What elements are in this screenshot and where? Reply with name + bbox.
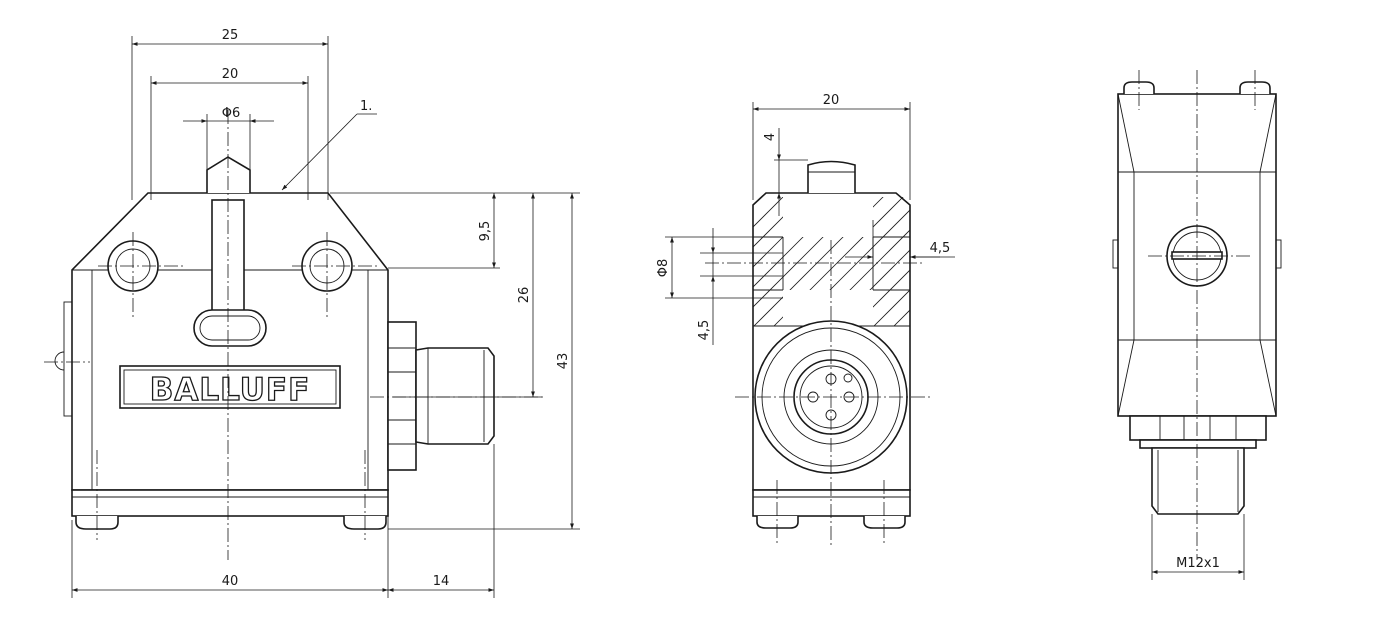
plunger-guide bbox=[193, 309, 267, 347]
dim-label-20: 20 bbox=[222, 67, 239, 82]
connector-nut bbox=[387, 321, 417, 471]
dim-label-25: 25 bbox=[222, 28, 239, 43]
side-plunger bbox=[807, 160, 856, 193]
dim-label-14: 14 bbox=[433, 574, 450, 589]
back-connector-collar bbox=[1139, 439, 1257, 449]
side-foot-left bbox=[756, 516, 799, 529]
back-side-tab-left bbox=[1112, 239, 1119, 269]
brand-logo-frame bbox=[119, 365, 341, 409]
connector-thread bbox=[415, 347, 495, 445]
dim-label-4: 4 bbox=[763, 133, 778, 141]
callout-label: 1. bbox=[360, 99, 372, 114]
dim-label-9-5: 9,5 bbox=[478, 221, 493, 242]
side-base-plate bbox=[752, 489, 911, 517]
plunger-guide-inner bbox=[199, 315, 261, 341]
left-side-knob bbox=[54, 351, 65, 371]
left-side-tab bbox=[63, 301, 73, 417]
side-foot-right bbox=[863, 516, 906, 529]
brand-logo: BALLUFF bbox=[150, 372, 311, 408]
dim-label-40: 40 bbox=[222, 574, 239, 589]
brand-logo-frame-inner bbox=[123, 369, 337, 405]
dim-label-4-5-horizontal: 4,5 bbox=[930, 241, 951, 256]
back-view bbox=[1112, 70, 1282, 560]
dim-label-plunger-dia: Φ6 bbox=[222, 106, 241, 121]
dim-label-4-5-vertical: 4,5 bbox=[697, 320, 712, 341]
back-connector-nut bbox=[1129, 415, 1267, 441]
dim-label-43: 43 bbox=[556, 353, 571, 370]
callout-leader bbox=[281, 113, 358, 191]
front-view-dimensions: 25 20 Φ6 1. 9,5 26 43 40 14 bbox=[71, 28, 580, 598]
side-view-dimensions: 20 4 Φ8 4,5 4,5 bbox=[656, 93, 955, 345]
back-side-tab-right bbox=[1275, 239, 1282, 269]
key-notch bbox=[843, 373, 853, 383]
side-view bbox=[705, 160, 930, 545]
dim-label-m12: M12x1 bbox=[1176, 556, 1220, 571]
dim-label-side-20: 20 bbox=[823, 93, 840, 108]
back-view-dimensions: M12x1 bbox=[1151, 514, 1245, 580]
plunger-tip bbox=[206, 156, 251, 193]
base-plate bbox=[71, 489, 389, 517]
dim-label-dia-8: Φ8 bbox=[656, 259, 671, 278]
back-connector-thread bbox=[1151, 447, 1245, 515]
section-hatch bbox=[753, 197, 910, 326]
front-view: BALLUFF bbox=[44, 110, 545, 560]
dim-label-26: 26 bbox=[517, 287, 532, 304]
